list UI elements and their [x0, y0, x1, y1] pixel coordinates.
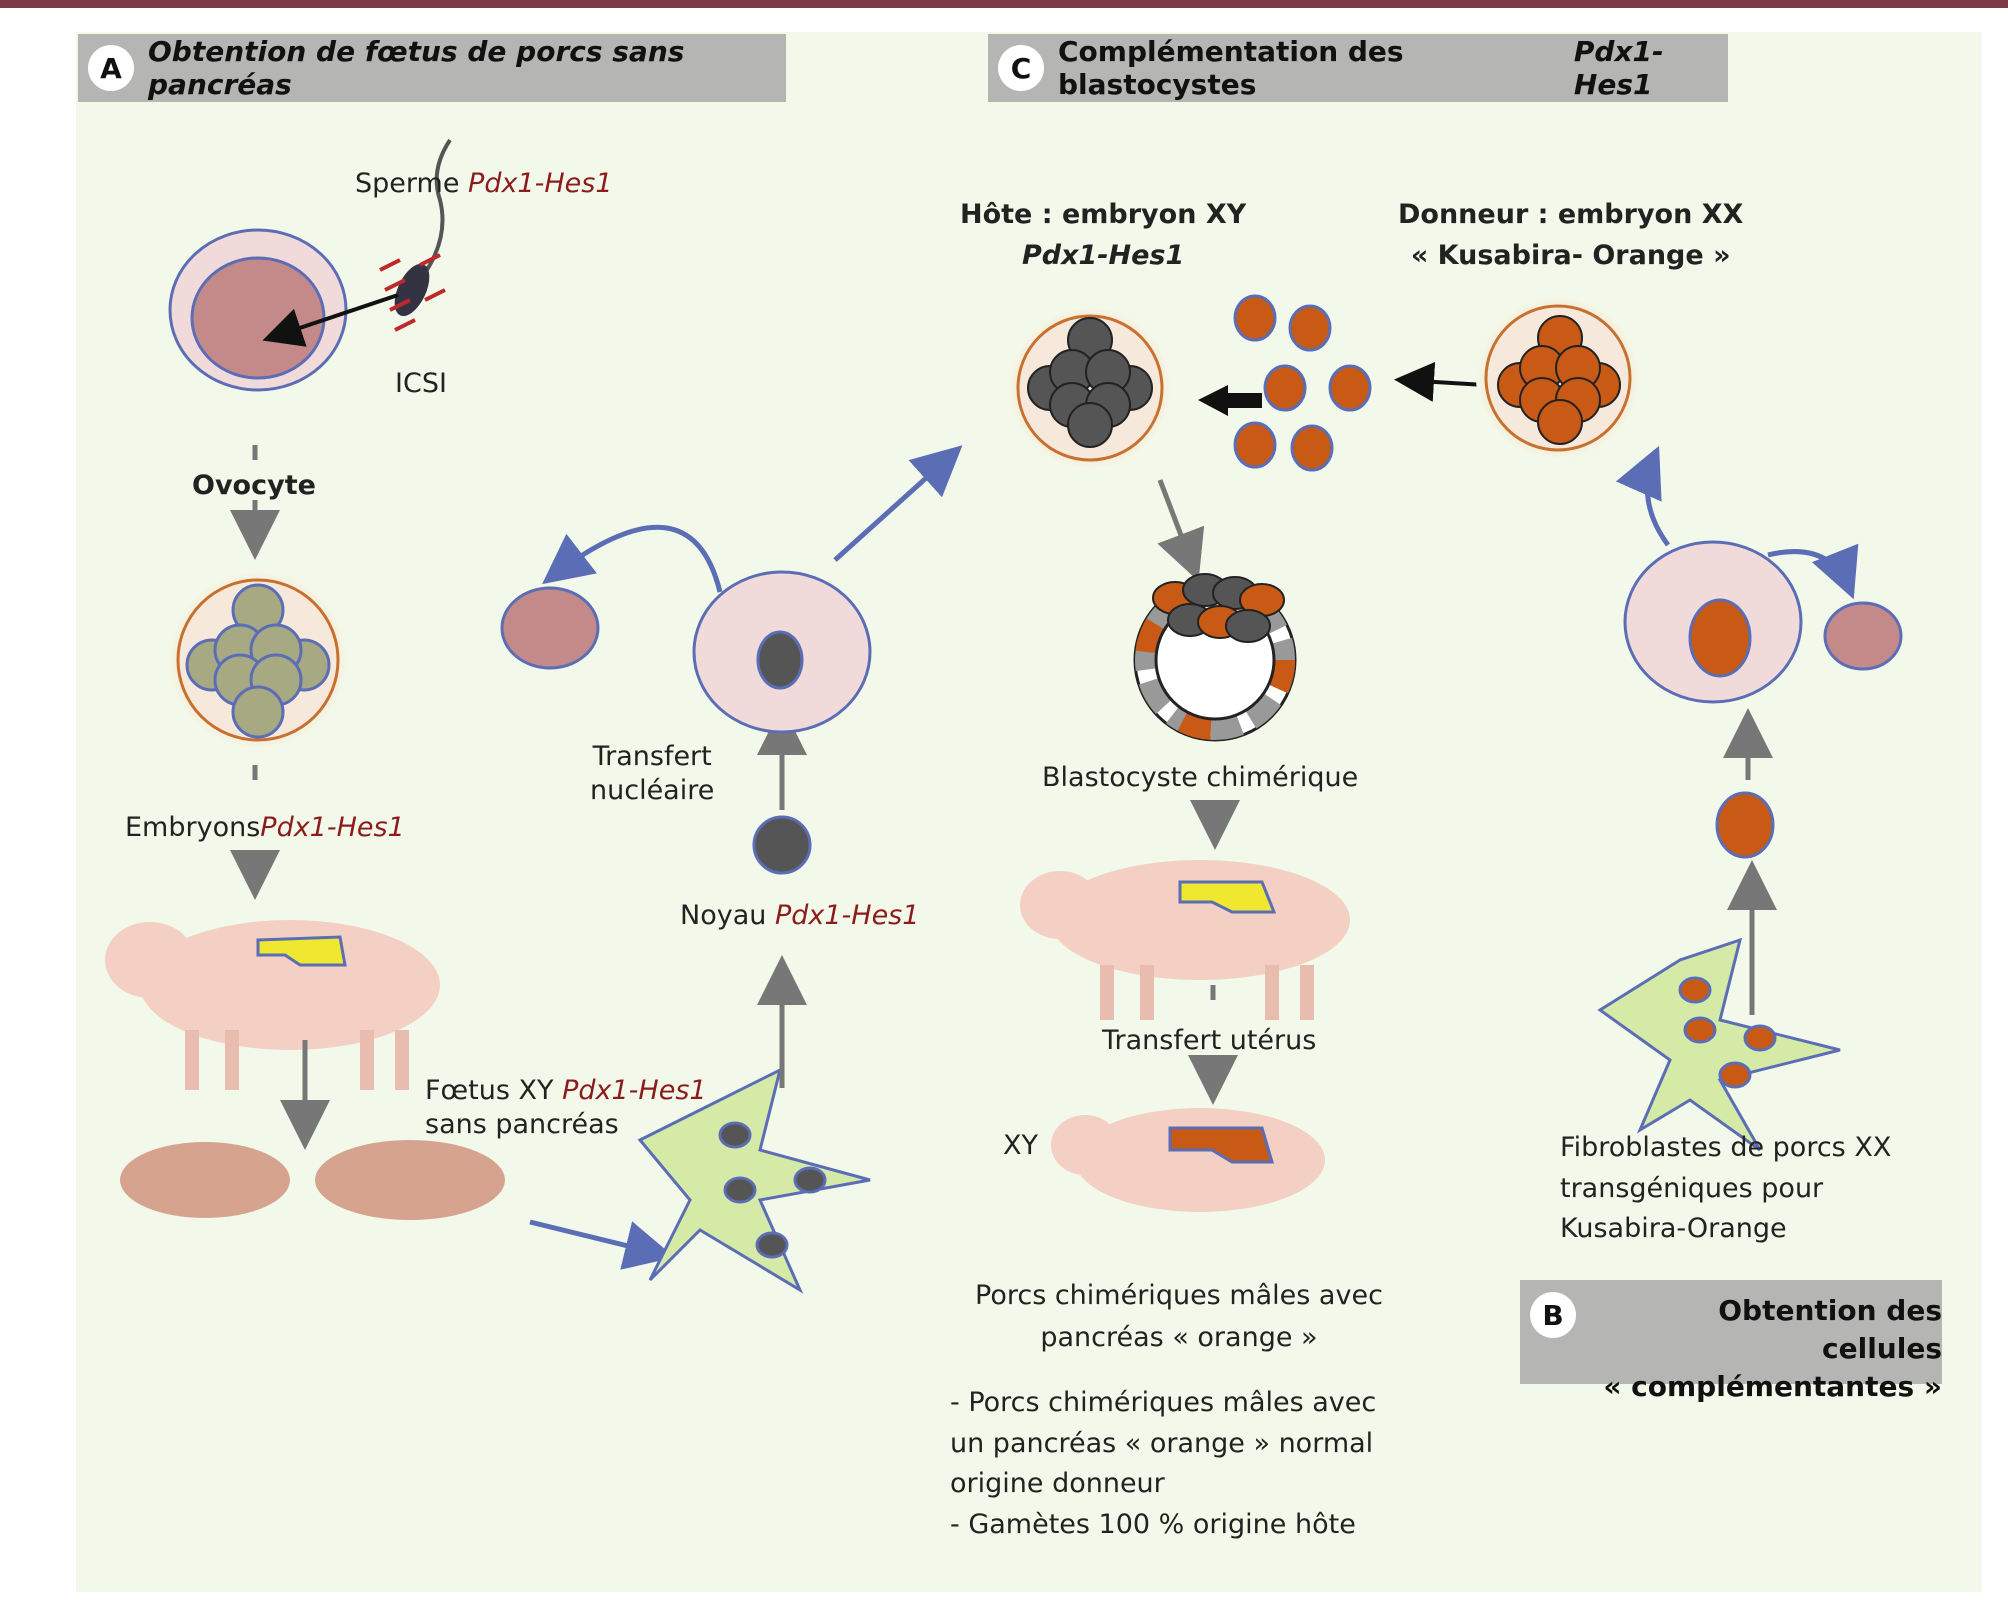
enucleated-oocyte	[692, 570, 872, 734]
donor-nucleus	[1715, 791, 1775, 859]
icsi-arrow	[262, 293, 399, 347]
fibro-text-2: transgéniques pour	[1560, 1172, 1824, 1204]
panel-c-title-gene: Pdx1-Hes1	[1573, 35, 1664, 101]
panel-c-title: Complémentation des blastocystes	[1058, 35, 1404, 101]
fibro-text-3: Kusabira-Orange	[1560, 1213, 1787, 1244]
fetus-text-2: sans pancréas	[425, 1108, 619, 1140]
donor-embryo-xx	[1476, 296, 1640, 460]
sperm-icon	[379, 138, 452, 332]
host-text-1: Hôte : embryon XY	[960, 199, 1247, 230]
fibro-text-1: Fibroblastes de porcs XX	[1560, 1132, 1892, 1163]
nuclear-transfer-label: Transfert nucléaire	[590, 740, 714, 808]
xy-label: XY	[1003, 1130, 1038, 1161]
result-text-2: pancréas « orange »	[1040, 1321, 1318, 1353]
pig-illustration	[105, 920, 440, 1090]
fetus-label: Fœtus XY Pdx1-Hes1 sans pancréas	[425, 1074, 707, 1142]
fetus-gene: Pdx1-Hes1	[562, 1075, 707, 1106]
nucleus-gene: Pdx1-Hes1	[774, 900, 920, 931]
oocyte-label: Ovocyte	[192, 470, 316, 501]
pig-fetus-2	[315, 1140, 505, 1220]
sperm-label: Sperme Pdx1-Hes1	[355, 168, 613, 200]
nucleus-text: Noyau	[680, 900, 767, 931]
donor-cells	[1233, 294, 1372, 472]
embryos-gene: Pdx1-Hes1	[260, 812, 405, 843]
outcome-1b: un pancréas « orange » normal	[950, 1427, 1374, 1459]
outcome-1a: - Porcs chimériques mâles avec	[950, 1387, 1377, 1418]
embryos-label: EmbryonsPdx1-Hes1	[125, 812, 405, 844]
embryos-text: Embryons	[125, 812, 261, 843]
sperm-text: Sperme	[355, 168, 460, 199]
outcome-list: - Porcs chimériques mâles avec un pancré…	[950, 1383, 1376, 1545]
donor-removed-nucleus	[1823, 601, 1903, 671]
uterus-transfer-label: Transfert utérus	[1102, 1025, 1317, 1056]
removed-nucleus	[500, 586, 600, 670]
panel-b-header: B Obtention des cellules « complémentant…	[1520, 1280, 1942, 1403]
chimeric-blastocyst	[1133, 573, 1297, 742]
panel-a-header: A Obtention de fœtus de porcs sans pancr…	[78, 34, 786, 102]
result-text-1: Porcs chimériques mâles avec	[975, 1280, 1383, 1311]
injection-arrow	[1198, 385, 1262, 416]
top-border	[0, 0, 2008, 8]
panel-c-badge: C	[998, 45, 1044, 91]
transfer-text-2: nucléaire	[590, 774, 715, 806]
fibroblast-cells-donor	[1597, 937, 1841, 1152]
outcome-2: - Gamètes 100 % origine hôte	[950, 1508, 1356, 1540]
pig-fetus-1	[120, 1142, 290, 1218]
panel-b-title-line2: « complémentantes »	[1603, 1369, 1942, 1403]
outcome-1c: origine donneur	[950, 1468, 1165, 1499]
oocyte	[168, 228, 348, 392]
blastocyst-label: Blastocyste chimérique	[1042, 762, 1359, 793]
panel-a-title: Obtention de fœtus de porcs sans pancréa…	[148, 35, 685, 101]
fetus-text: Fœtus XY	[425, 1075, 554, 1106]
donor-label: Donneur : embryon XX « Kusabira- Orange …	[1398, 195, 1743, 276]
fibroblast-label: Fibroblastes de porcs XX transgéniques p…	[1560, 1128, 1891, 1250]
sperm-gene: Pdx1-Hes1	[468, 168, 613, 199]
donor-text-2: « Kusabira- Orange »	[1410, 239, 1731, 271]
fibroblast-cells-host	[637, 1067, 871, 1294]
icsi-label: ICSI	[395, 368, 447, 399]
panel-c-header: C Complémentation des blastocystes Pdx1-…	[988, 34, 1728, 102]
transfer-text-1: Transfert	[592, 741, 712, 772]
pig-illustration-2	[1020, 860, 1350, 1020]
panel-b-title-line1: Obtention des cellules	[1718, 1294, 1942, 1365]
host-label: Hôte : embryon XY Pdx1-Hes1	[960, 195, 1246, 276]
nucleus-label: Noyau Pdx1-Hes1	[680, 900, 919, 932]
donor-text-1: Donneur : embryon XX	[1398, 199, 1744, 230]
result-label: Porcs chimériques mâles avec pancréas « …	[975, 1275, 1383, 1359]
panel-b-badge: B	[1530, 1292, 1576, 1338]
host-text-2: Pdx1-Hes1	[1021, 239, 1185, 271]
nucleus-pdx1-hes1	[752, 815, 812, 875]
chimeric-pig	[1051, 1108, 1325, 1212]
host-embryo-xy	[1008, 306, 1172, 470]
embryo-pdx1-hes1	[168, 570, 348, 750]
panel-a-badge: A	[88, 45, 134, 91]
donor-oocyte	[1623, 540, 1803, 704]
